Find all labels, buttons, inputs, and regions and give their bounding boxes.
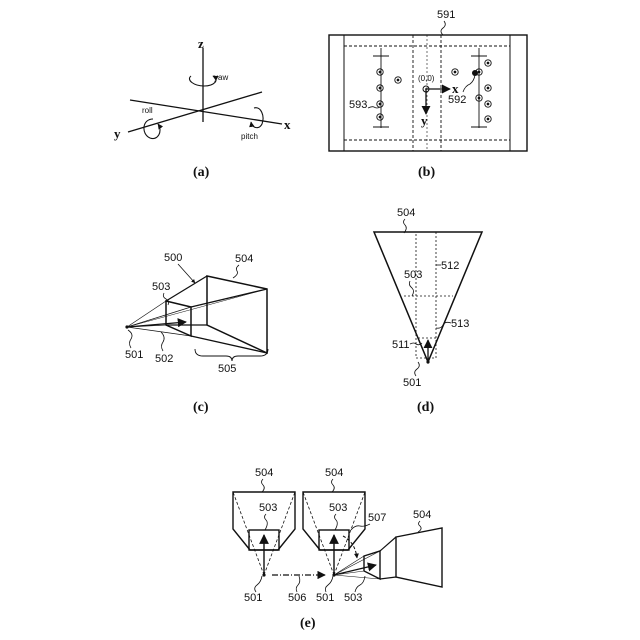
y-axis-label: y bbox=[114, 126, 121, 141]
ref-504-d: 504 bbox=[397, 207, 415, 219]
ref-503-e2: 503 bbox=[329, 502, 347, 514]
roll-label: roll bbox=[142, 106, 153, 115]
ref-504-e2: 504 bbox=[325, 467, 343, 479]
far-plane-rotated bbox=[396, 528, 442, 587]
leader-501 bbox=[128, 330, 132, 348]
x-axis bbox=[130, 100, 282, 124]
ref-513: 513 bbox=[451, 318, 469, 330]
ref-503-e1: 503 bbox=[259, 502, 277, 514]
leader-592 bbox=[463, 75, 475, 92]
ref-504-e3: 504 bbox=[413, 509, 431, 521]
caption-e: (e) bbox=[300, 616, 316, 631]
ref-503-e3: 503 bbox=[344, 592, 362, 604]
viewpoint-left bbox=[262, 573, 265, 576]
roll-rotation-arrow bbox=[144, 119, 160, 139]
view-ray-far bbox=[127, 289, 267, 327]
ref-500: 500 bbox=[164, 252, 182, 264]
frustum-edge-bottom-right bbox=[191, 336, 267, 353]
pitch-rotation-arrow bbox=[251, 108, 263, 128]
ref-502: 502 bbox=[155, 353, 173, 365]
panel-a: z x y yaw roll pitch (a) bbox=[114, 36, 291, 180]
leader-503-e3 bbox=[355, 576, 365, 592]
near-plane bbox=[166, 301, 191, 336]
leader-501-d bbox=[415, 362, 420, 376]
panel-c: 500 504 503 501 502 505 (c) bbox=[125, 252, 268, 415]
ref-506: 506 bbox=[288, 592, 306, 604]
panel-d: 504 512 503 513 511 501 (d) bbox=[374, 207, 482, 415]
viewpoint-dot-d bbox=[426, 360, 429, 363]
board-outline bbox=[329, 35, 527, 151]
x-axis-label: x bbox=[284, 117, 291, 132]
leader-507 bbox=[351, 524, 370, 530]
pitch-label: pitch bbox=[241, 132, 258, 141]
leader-503-e2 bbox=[335, 514, 338, 530]
ref-593: 593 bbox=[349, 99, 367, 111]
ref-503: 503 bbox=[152, 281, 170, 293]
panel-e: 504 504 503 503 507 504 501 506 501 503 … bbox=[233, 467, 442, 631]
leader-501-e2 bbox=[325, 576, 333, 592]
ref-504-e1: 504 bbox=[255, 467, 273, 479]
ref-591: 591 bbox=[437, 9, 455, 21]
rotated-edge-top bbox=[380, 537, 396, 551]
view-ray-1 bbox=[127, 301, 166, 327]
caption-d: (d) bbox=[417, 400, 434, 415]
ref-501-e2: 501 bbox=[316, 592, 334, 604]
viewpoint-dot bbox=[125, 325, 128, 328]
left-dot-markers bbox=[377, 69, 401, 120]
frustum-edge-top-left bbox=[166, 276, 207, 301]
leader-500 bbox=[178, 264, 195, 283]
caption-c: (c) bbox=[193, 400, 209, 415]
ref-501: 501 bbox=[125, 349, 143, 361]
leader-504-e2 bbox=[332, 479, 335, 492]
leader-504-e1 bbox=[262, 479, 265, 492]
board-y-label: y bbox=[421, 113, 428, 128]
rotated-edge-bottom bbox=[380, 577, 396, 579]
panel-b: (0,0) x y 591 592 593 (b) bbox=[329, 9, 527, 180]
yaw-label: yaw bbox=[214, 73, 228, 82]
ref-512: 512 bbox=[441, 260, 459, 272]
rotated-ray-3 bbox=[334, 551, 380, 575]
ref-501-d: 501 bbox=[403, 377, 421, 389]
ref-504: 504 bbox=[235, 253, 253, 265]
leader-506 bbox=[296, 576, 300, 592]
ref-505: 505 bbox=[218, 363, 236, 375]
ref-501-e1: 501 bbox=[244, 592, 262, 604]
leader-501-e1 bbox=[255, 576, 262, 592]
leader-504-d bbox=[404, 219, 407, 233]
caption-b: (b) bbox=[418, 165, 435, 180]
z-axis-label: z bbox=[198, 36, 204, 51]
leader-504 bbox=[233, 265, 239, 278]
frustum-edge-top-right bbox=[191, 289, 267, 307]
leader-591 bbox=[441, 21, 445, 35]
leader-503-e1 bbox=[265, 514, 268, 530]
ref-507: 507 bbox=[368, 512, 386, 524]
rotated-ray-1 bbox=[334, 556, 364, 575]
leader-503-d bbox=[409, 281, 413, 296]
leader-504-e3 bbox=[418, 521, 421, 532]
ref-503-d: 503 bbox=[404, 269, 422, 281]
origin-label: (0,0) bbox=[418, 74, 435, 83]
leader-502 bbox=[161, 332, 164, 351]
ref-592: 592 bbox=[448, 94, 466, 106]
caption-a: (a) bbox=[193, 165, 210, 180]
ref-511: 511 bbox=[392, 339, 410, 351]
